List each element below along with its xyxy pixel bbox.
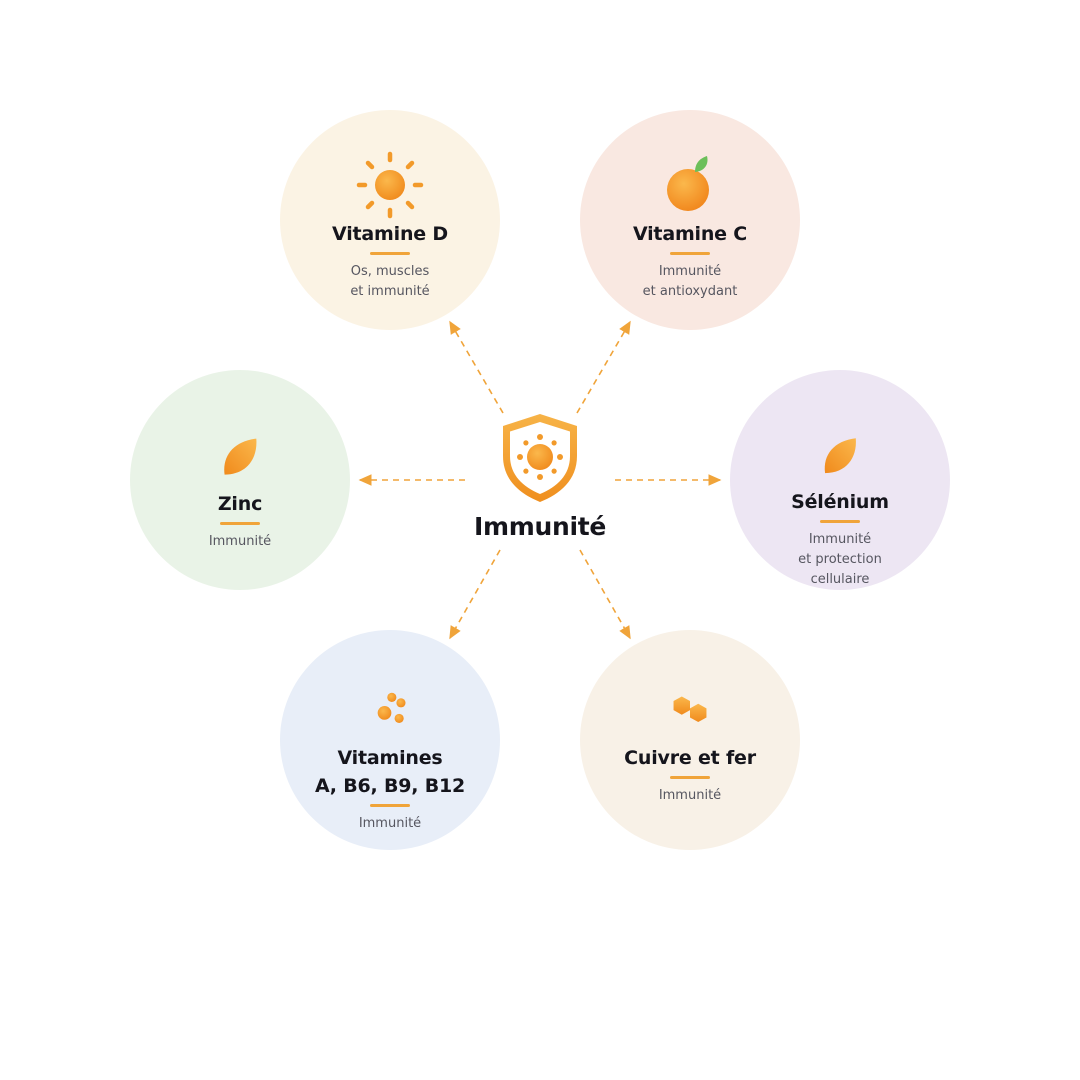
title-underline <box>220 522 260 525</box>
title-underline <box>370 252 410 255</box>
node-description: Immunité <box>358 816 422 831</box>
arrow-to-vitamine-c <box>576 320 631 414</box>
node-zinc: Zinc Immunité <box>130 370 350 590</box>
arrow-to-vitamines-b <box>449 549 501 640</box>
node-description: Immunité et protection cellulaire <box>798 532 882 587</box>
arrow-to-cuivre-fer <box>579 549 631 640</box>
leaf-icon <box>824 438 856 474</box>
shield-sun-icon <box>503 414 577 502</box>
hexagons-icon <box>673 696 707 723</box>
node-description: Os, muscles et immunité <box>350 264 430 299</box>
arrow-to-vitamine-d <box>449 320 504 414</box>
node-description: Immunité et antioxydant <box>642 264 738 299</box>
node-title: Zinc <box>217 493 263 515</box>
molecules-icon <box>377 692 406 723</box>
title-underline <box>670 252 710 255</box>
node-title: Vitamine D <box>332 223 448 245</box>
node-title: Sélénium <box>791 491 889 514</box>
node-cuivre-fer: Cuivre et fer Immunité <box>580 630 800 850</box>
node-description: Immunité <box>208 534 272 549</box>
center-label: Immunité <box>473 512 607 541</box>
node-description: Immunité <box>658 788 722 803</box>
node-vitamine-d: Vitamine D Os, muscles et immunité <box>280 110 500 330</box>
title-underline <box>370 804 410 807</box>
node-vitamine-c: Vitamine C Immunité et antioxydant <box>580 110 800 330</box>
leaf-icon <box>224 438 257 475</box>
node-title: Vitamines A, B6, B9, B12 <box>314 747 466 797</box>
orange-fruit-icon <box>667 156 709 211</box>
title-underline <box>820 520 860 523</box>
node-selenium: Sélénium Immunité et protection cellulai… <box>730 370 950 590</box>
center-hub: Immunité <box>440 410 640 560</box>
node-title: Cuivre et fer <box>624 747 756 769</box>
node-title: Vitamine C <box>632 223 748 245</box>
sun-icon <box>356 151 424 219</box>
node-vitamines-b: Vitamines A, B6, B9, B12 Immunité <box>280 630 500 850</box>
title-underline <box>670 776 710 779</box>
